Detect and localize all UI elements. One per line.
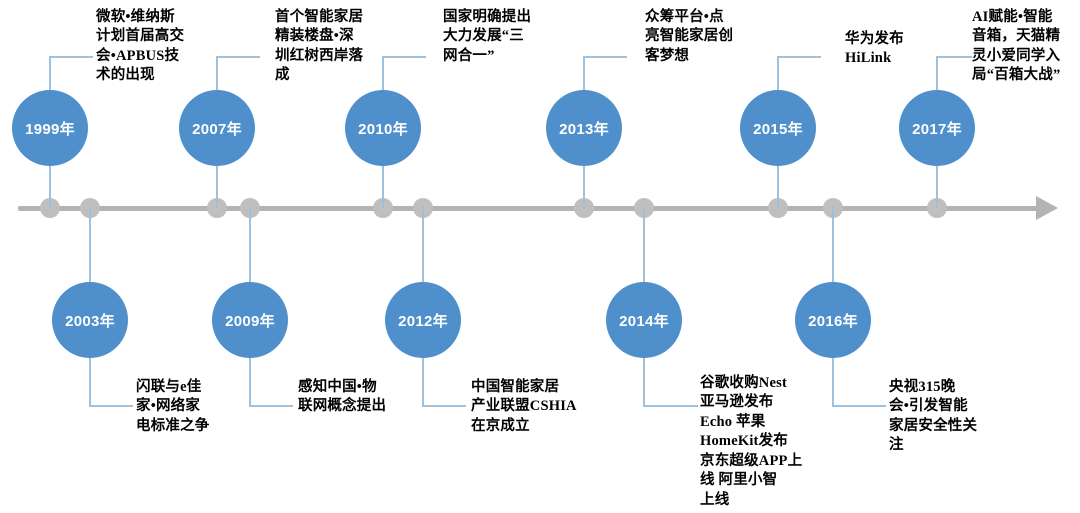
elbow-v-2015	[777, 56, 779, 92]
year-bubble-2003[interactable]: 2003年	[52, 282, 128, 358]
elbow-v-1999	[49, 56, 51, 92]
axis-dot	[40, 198, 60, 218]
caption-2003: 闪联与e佳 家•网络家 电标准之争	[136, 379, 210, 434]
stem-2009	[249, 206, 251, 284]
caption-2016: 央视315晚 会•引发智能 家居安全性关 注	[889, 379, 978, 454]
elbow-v-2010	[382, 56, 384, 92]
year-bubble-2015[interactable]: 2015年	[740, 90, 816, 166]
elbow-h-2012	[422, 405, 466, 407]
caption-2010: 国家明确提出 大力发展“三 网合一”	[443, 9, 532, 64]
elbow-h-1999	[49, 56, 93, 58]
stem-2015	[777, 166, 779, 208]
caption-2007: 首个智能家居 精装楼盘•深 圳红树西岸落 成	[275, 9, 364, 84]
caption-2012: 中国智能家居 产业联盟CSHIA 在京成立	[471, 379, 577, 434]
axis-dot	[574, 198, 594, 218]
year-bubble-2014[interactable]: 2014年	[606, 282, 682, 358]
elbow-v-2012	[422, 356, 424, 406]
year-bubble-2012[interactable]: 2012年	[385, 282, 461, 358]
elbow-h-2017	[936, 56, 972, 58]
elbow-h-2003	[89, 405, 133, 407]
stem-1999	[49, 166, 51, 208]
stem-2017	[936, 166, 938, 208]
elbow-h-2016	[832, 405, 886, 407]
elbow-v-2016	[832, 356, 834, 406]
timeline-arrow-icon	[1036, 196, 1058, 220]
elbow-v-2003	[89, 356, 91, 406]
caption-2013: 众筹平台•点 亮智能家居创 客梦想	[645, 9, 734, 64]
stem-2014	[643, 206, 645, 284]
elbow-v-2014	[643, 356, 645, 406]
axis-dot	[927, 198, 947, 218]
stem-2010	[382, 166, 384, 208]
elbow-h-2010	[382, 56, 426, 58]
timeline-axis	[18, 206, 1040, 211]
year-bubble-2010[interactable]: 2010年	[345, 90, 421, 166]
axis-dot	[207, 198, 227, 218]
elbow-h-2015	[777, 56, 821, 58]
caption-2017: AI赋能•智能 音箱，天猫精 灵小爱同学入 局“百箱大战”	[972, 9, 1061, 84]
stem-2003	[89, 206, 91, 284]
elbow-v-2017	[936, 56, 938, 92]
elbow-h-2009	[249, 405, 293, 407]
stem-2013	[583, 166, 585, 208]
year-bubble-2016[interactable]: 2016年	[795, 282, 871, 358]
caption-2015: 华为发布 HiLink	[845, 31, 904, 67]
year-bubble-2013[interactable]: 2013年	[546, 90, 622, 166]
elbow-h-2007	[216, 56, 260, 58]
elbow-h-2013	[583, 56, 627, 58]
year-bubble-2007[interactable]: 2007年	[179, 90, 255, 166]
stem-2007	[216, 166, 218, 208]
caption-2014: 谷歌收购Nest 亚马逊发布 Echo 苹果 HomeKit发布 京东超级APP…	[700, 375, 803, 508]
stem-2012	[422, 206, 424, 284]
elbow-v-2009	[249, 356, 251, 406]
year-bubble-2017[interactable]: 2017年	[899, 90, 975, 166]
caption-2009: 感知中国•物 联网概念提出	[298, 379, 387, 415]
stem-2016	[832, 206, 834, 284]
year-bubble-1999[interactable]: 1999年	[12, 90, 88, 166]
elbow-h-2014	[643, 405, 698, 407]
elbow-v-2007	[216, 56, 218, 92]
year-bubble-2009[interactable]: 2009年	[212, 282, 288, 358]
axis-dot	[768, 198, 788, 218]
axis-dot	[373, 198, 393, 218]
elbow-v-2013	[583, 56, 585, 92]
caption-1999: 微软•维纳斯 计划首届高交 会•APBUS技 术的出现	[96, 9, 185, 84]
